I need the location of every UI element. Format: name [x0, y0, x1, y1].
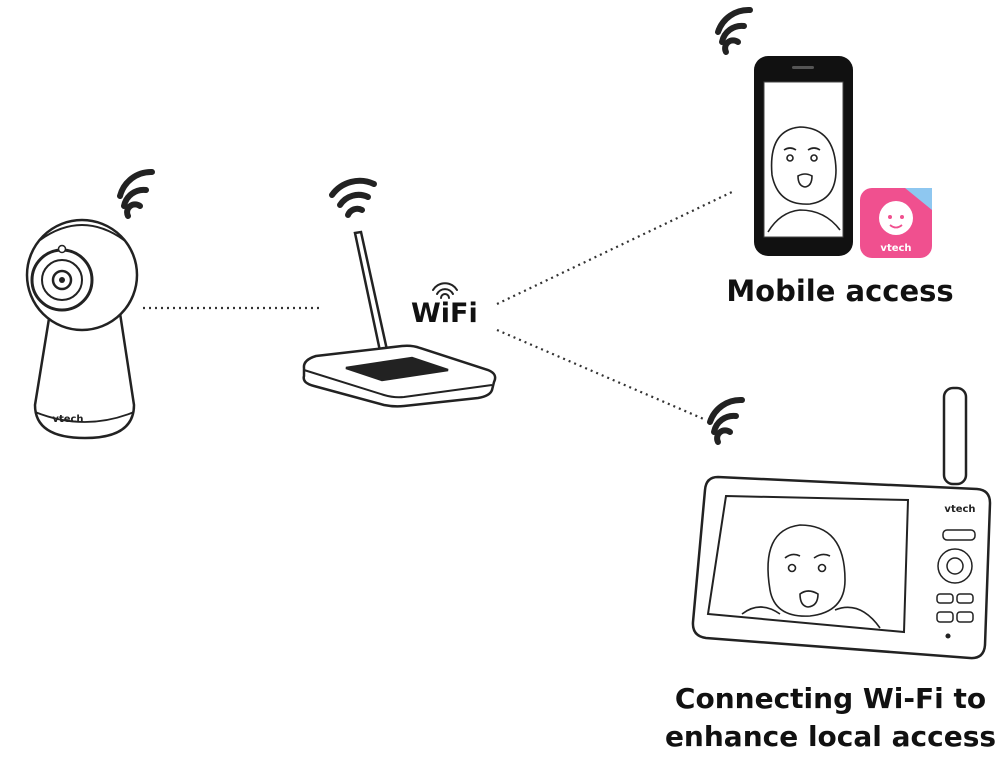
local-access-caption: Connecting Wi-Fi to enhance local access	[660, 680, 1001, 756]
monitor-baby-image	[741, 524, 881, 629]
local-access-caption-line2: enhance local access	[664, 720, 997, 753]
router-to-monitor-line	[496, 328, 707, 422]
app-icon-brand: vtech	[880, 243, 911, 254]
wifi-router	[302, 230, 497, 408]
wifi-label: WiFi	[411, 298, 478, 329]
vtech-app-icon	[860, 188, 932, 258]
router-wifi-signal-icon	[329, 177, 377, 218]
mobile-access-caption: Mobile access	[726, 274, 954, 308]
camera-brand: vtech	[52, 414, 83, 425]
baby-camera	[25, 218, 139, 440]
wifi-label-signal-icon	[432, 282, 458, 299]
smartphone	[754, 56, 853, 256]
local-access-caption-line1: Connecting Wi-Fi to	[674, 682, 987, 715]
monitor-brand: vtech	[944, 504, 975, 515]
monitor-wifi-signal-icon	[707, 396, 745, 445]
parent-monitor	[691, 386, 992, 660]
router-to-phone-line	[496, 191, 733, 305]
phone-wifi-signal-icon	[715, 6, 753, 55]
monitor-controls	[936, 529, 976, 639]
connection-lines	[143, 191, 733, 422]
camera-wifi-signal-icon	[117, 169, 155, 219]
